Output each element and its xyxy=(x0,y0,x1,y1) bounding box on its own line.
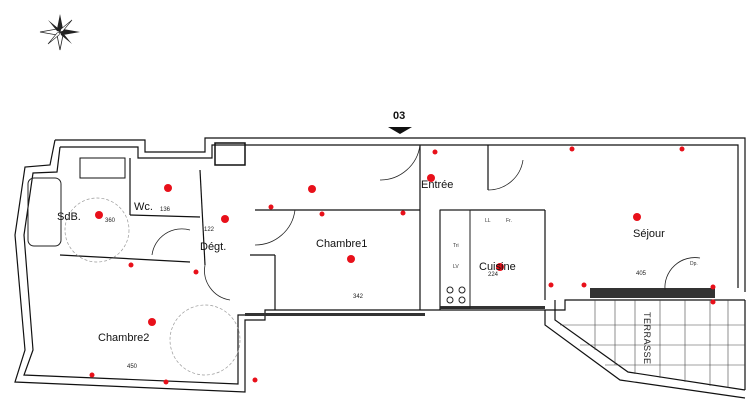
room-label-terrasse: TERRASSE xyxy=(642,312,652,365)
dimension-cuisine: 224 xyxy=(488,272,499,278)
dimension-chambre2: 450 xyxy=(127,364,138,370)
fixture-fr: Fr. xyxy=(506,218,512,224)
dimension-wc: 136 xyxy=(160,207,171,213)
kitchen-counter xyxy=(439,209,471,309)
dimension-degt: 122 xyxy=(204,227,215,233)
clearance-circles xyxy=(64,197,241,376)
room-label-cuisine: Cuisine xyxy=(479,261,516,273)
dimension-sdb: 360 xyxy=(105,218,116,224)
dimension-sejour: 405 xyxy=(636,271,647,277)
window-bands xyxy=(79,142,715,316)
entrance-arrow-icon xyxy=(388,127,412,134)
room-label-degt: Dégt. xyxy=(200,241,227,253)
door-swings xyxy=(151,144,701,301)
fixture-ll: LL xyxy=(485,218,491,224)
room-label-sdb: SdB. xyxy=(57,211,81,223)
room-label-entree: Entrée xyxy=(421,179,454,191)
fixture-tri: Tri xyxy=(453,243,459,249)
electrical-markers xyxy=(89,146,716,385)
walls xyxy=(14,137,746,399)
fixture-lv: LV xyxy=(453,264,459,270)
room-label-chambre1: Chambre1 xyxy=(316,238,368,250)
bathtub xyxy=(27,177,62,247)
room-label-sejour: Séjour xyxy=(633,228,665,240)
room-label-chambre2: Chambre2 xyxy=(98,332,150,344)
compass-rose-icon xyxy=(39,14,80,51)
dimension-chambre1: 342 xyxy=(353,294,364,300)
fixture-dp: Dp. xyxy=(690,261,698,267)
terrace-tiles xyxy=(560,300,745,388)
level-marker: 03 xyxy=(393,110,406,122)
room-label-wc: Wc. xyxy=(134,201,153,213)
